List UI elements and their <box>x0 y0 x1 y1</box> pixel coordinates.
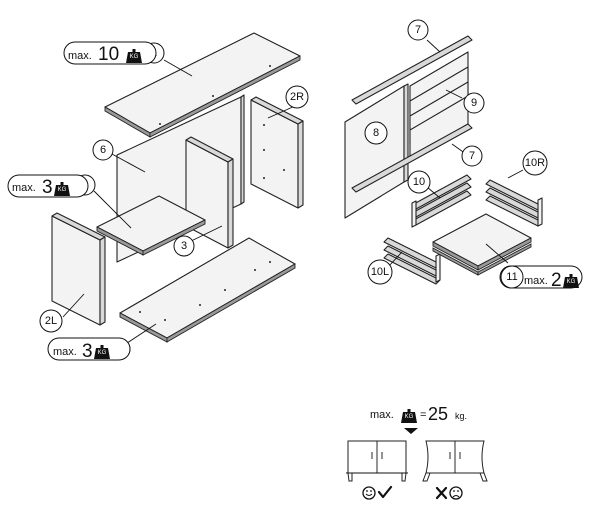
max-load-shelf-badge: max. 3 KG <box>7 174 89 198</box>
callout-10: 10 <box>407 170 431 194</box>
kg-weight-icon: KG <box>401 409 417 423</box>
callout-2l: 2L <box>39 309 63 333</box>
part-10-drawer-frame <box>411 174 472 228</box>
svg-text:3: 3 <box>82 341 93 362</box>
svg-text:3: 3 <box>181 240 187 252</box>
part-2r-right-side <box>250 96 304 209</box>
svg-text:KG: KG <box>567 279 576 285</box>
svg-text:10R: 10R <box>525 157 545 169</box>
kg-weight-icon: KG <box>563 274 579 288</box>
part-1-top-panel <box>104 32 301 138</box>
svg-text:KG: KG <box>58 187 67 193</box>
part-8-door <box>344 83 409 219</box>
svg-text:max.: max. <box>524 275 548 287</box>
part-5-shelf <box>96 195 206 256</box>
svg-text:6: 6 <box>100 144 106 156</box>
svg-text:10L: 10L <box>371 266 389 278</box>
total-load-label: max. KG = 25 kg. <box>370 404 467 424</box>
svg-text:10: 10 <box>413 176 425 188</box>
part-4-bottom-panel <box>119 237 296 343</box>
svg-text:KG: KG <box>405 414 414 420</box>
svg-text:10: 10 <box>98 44 119 65</box>
callout-6: 6 <box>92 139 114 161</box>
part-7-bottom-rail <box>351 123 473 193</box>
kg-weight-icon: KG <box>94 345 110 359</box>
svg-text:9: 9 <box>471 97 477 109</box>
part-10l-drawer-side <box>383 237 441 285</box>
cabinet-level-incorrect <box>422 440 488 482</box>
svg-text:max.: max. <box>370 409 394 421</box>
kg-weight-icon: KG <box>126 49 142 63</box>
cabinet-level-correct <box>346 440 408 482</box>
svg-text:kg.: kg. <box>455 411 467 421</box>
callout-7-top: 7 <box>407 19 429 41</box>
svg-text:max.: max. <box>12 182 36 194</box>
callout-3: 3 <box>173 235 195 257</box>
max-load-drawer-badge: 11 max. 2 KG <box>499 265 583 291</box>
svg-text:7: 7 <box>415 24 421 36</box>
callout-2r: 2R <box>285 85 309 109</box>
part-7-top-rail <box>351 35 473 105</box>
callout-9: 9 <box>463 92 485 114</box>
callout-10r: 10R <box>522 150 548 176</box>
svg-text:2R: 2R <box>290 91 304 103</box>
svg-text:max.: max. <box>53 346 77 358</box>
down-arrow-icon <box>404 428 418 434</box>
smiley-check-icon <box>362 485 393 500</box>
cross-frown-icon <box>435 486 463 500</box>
max-load-bottom-badge: max. 3 KG <box>47 337 131 362</box>
svg-text:7: 7 <box>469 150 475 162</box>
svg-text:2L: 2L <box>45 315 57 327</box>
callout-10l: 10L <box>367 259 393 285</box>
part-2l-left-side <box>51 212 106 326</box>
part-10r-drawer-side <box>485 179 543 227</box>
part-11-drawer-bottoms <box>432 213 532 276</box>
svg-text:=: = <box>420 409 426 421</box>
callout-8: 8 <box>364 121 388 145</box>
svg-text:2: 2 <box>551 270 562 291</box>
svg-text:8: 8 <box>373 127 379 139</box>
kg-weight-icon: KG <box>54 182 70 196</box>
part-9-drawer-fronts <box>409 51 469 159</box>
svg-text:25: 25 <box>428 404 448 424</box>
svg-text:11: 11 <box>506 271 517 283</box>
callout-7-bottom: 7 <box>461 145 483 167</box>
max-load-top-badge: max. 10 KG <box>63 41 157 65</box>
svg-text:KG: KG <box>98 350 107 356</box>
svg-text:3: 3 <box>42 177 53 198</box>
svg-text:max.: max. <box>68 50 92 62</box>
svg-text:KG: KG <box>130 54 139 60</box>
